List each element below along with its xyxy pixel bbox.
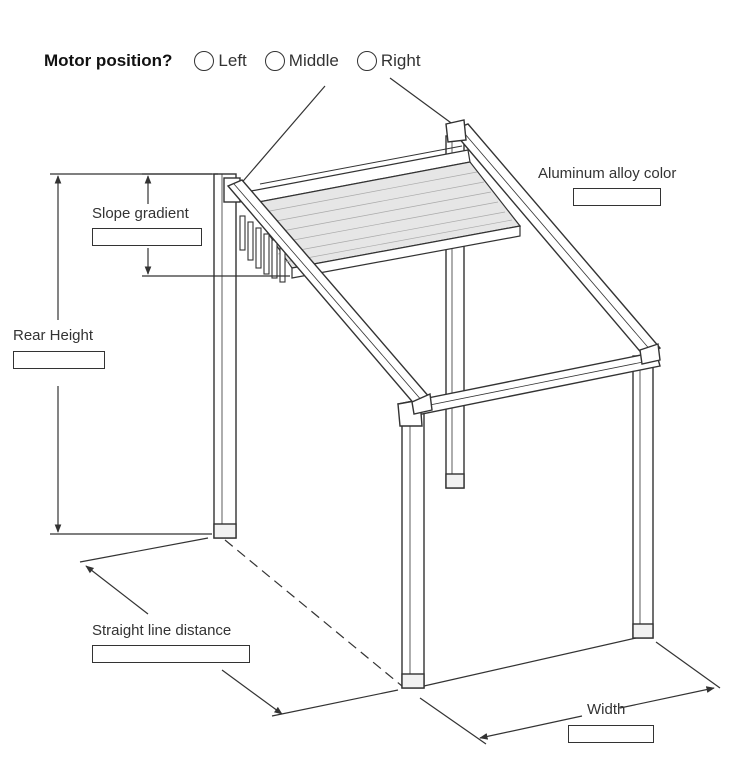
width-field[interactable] <box>568 725 654 743</box>
straight-line-distance-field[interactable] <box>92 645 250 663</box>
straight-line-dimension <box>79 537 399 717</box>
motor-option-middle-label: Middle <box>288 51 339 70</box>
motor-position-question: Motor position? Left Middle Right <box>44 48 439 74</box>
radio-left[interactable] <box>194 51 215 71</box>
radio-right[interactable] <box>356 51 377 71</box>
left-rafter <box>226 179 433 415</box>
roof-panel <box>245 145 522 279</box>
width-dimension <box>419 641 721 745</box>
front-beam <box>397 351 661 427</box>
aluminum-alloy-color-field[interactable] <box>573 188 661 206</box>
aluminum-alloy-color-label: Aluminum alloy color <box>538 165 677 182</box>
front-right-post <box>632 355 654 639</box>
back-left-post <box>213 173 241 539</box>
motor-option-middle[interactable]: Middle <box>264 51 339 71</box>
slope-gradient-dimension <box>142 173 290 277</box>
motor-option-right[interactable]: Right <box>356 51 421 71</box>
rear-height-label: Rear Height <box>13 327 94 344</box>
motor-position-label: Motor position? <box>44 51 173 70</box>
right-rafter <box>445 119 662 365</box>
front-left-post <box>401 407 425 689</box>
straight-line-distance-label: Straight line distance <box>92 622 232 639</box>
slope-gradient-field[interactable] <box>92 228 202 246</box>
ground-lines <box>224 539 637 687</box>
slope-gradient-label: Slope gradient <box>92 205 189 222</box>
motor-option-left-label: Left <box>218 51 247 70</box>
hanging-slats <box>239 215 286 283</box>
motor-leader-lines <box>237 77 459 188</box>
motor-option-left[interactable]: Left <box>194 51 247 71</box>
width-label: Width <box>587 701 626 718</box>
motor-option-right-label: Right <box>380 51 421 70</box>
radio-middle[interactable] <box>264 51 285 71</box>
rear-height-field[interactable] <box>13 351 105 369</box>
